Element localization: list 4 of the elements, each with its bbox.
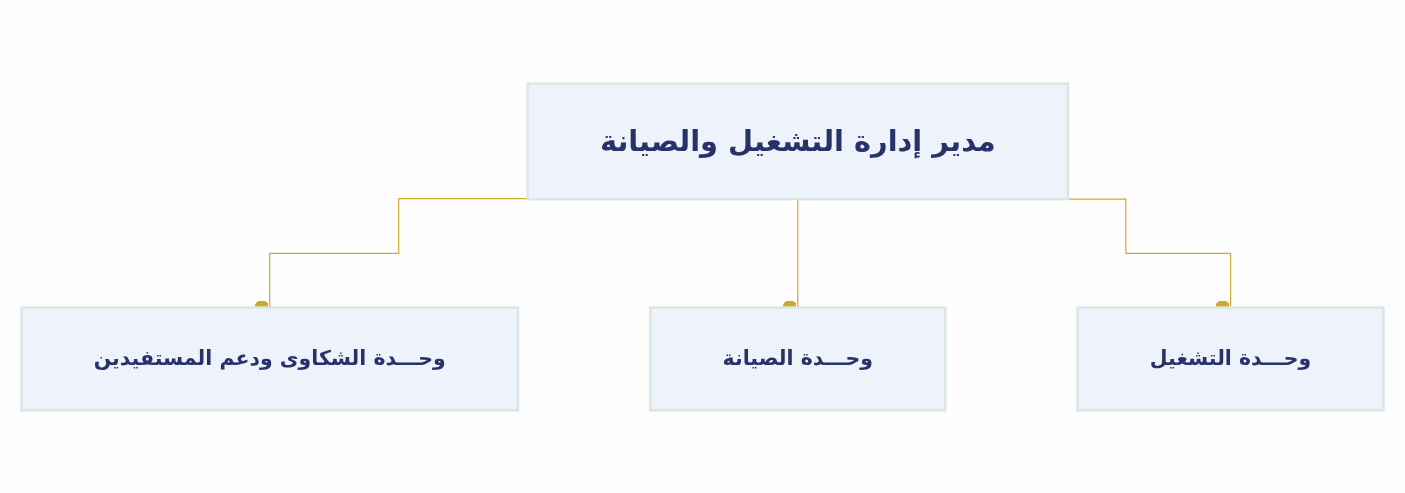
node-box: مدير إدارة التشغيل والصيانة — [526, 81, 1070, 200]
node-box: وحـــدة الشكاوى ودعم المستفيدين — [20, 305, 520, 412]
node-box: وحـــدة الصيانة — [649, 305, 947, 412]
node-box: وحـــدة التشغيل — [1076, 305, 1385, 412]
